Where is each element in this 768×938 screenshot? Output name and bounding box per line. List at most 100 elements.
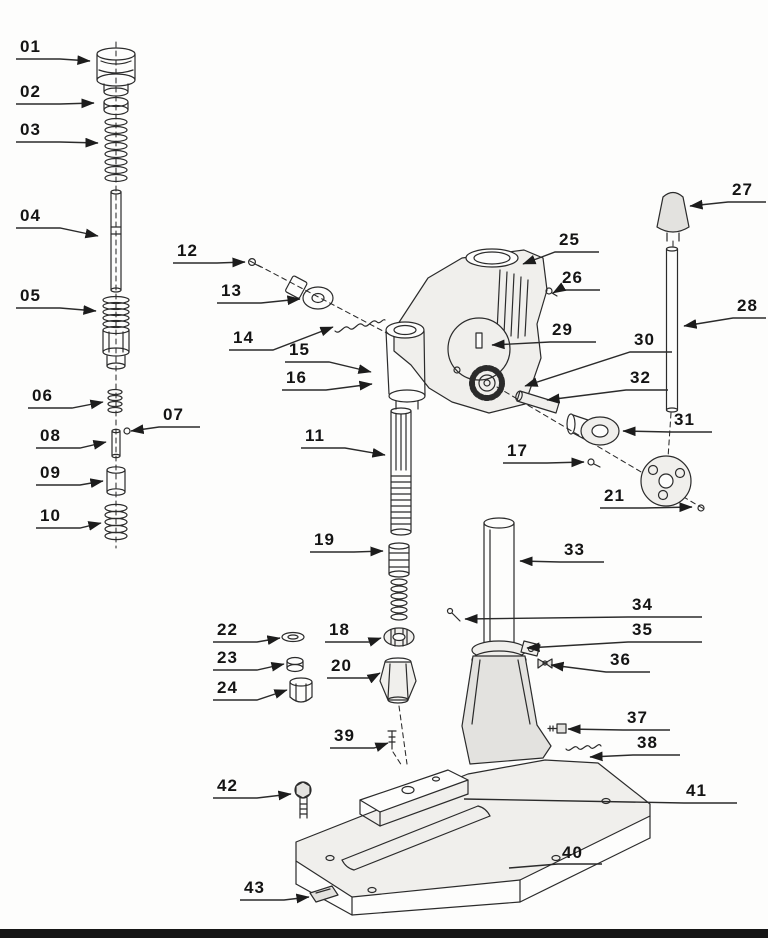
leader-line-10 (36, 521, 102, 531)
part-32-pin-shaft (515, 390, 560, 414)
part-label-02: 02 (20, 82, 41, 101)
leader-line-30 (524, 351, 672, 387)
leader-line-13 (217, 295, 301, 306)
leader-line-20 (327, 672, 381, 684)
part-20-chuck (379, 657, 417, 704)
leader-line-05 (16, 305, 97, 315)
part-label-04: 04 (20, 206, 41, 225)
leader-line-16 (282, 380, 373, 391)
part-14-spring (334, 319, 386, 333)
part-10-spring (104, 503, 128, 541)
leader-line-14 (229, 326, 334, 351)
leader-line-36 (550, 661, 650, 673)
base (295, 759, 651, 916)
part-04-rod (110, 189, 122, 293)
part-label-14: 14 (233, 328, 254, 347)
part-label-26: 26 (562, 268, 583, 287)
part-36-wing-screw (537, 658, 553, 669)
table-plate (359, 769, 469, 827)
part-02-nut (103, 96, 129, 116)
part-label-24: 24 (217, 678, 238, 697)
part-12-screw (248, 258, 262, 268)
part-17-screw (587, 458, 601, 468)
leader-line-37 (567, 724, 670, 735)
part-label-11: 11 (305, 426, 325, 445)
part-18-knurled-ring (383, 627, 415, 647)
part-label-42: 42 (217, 776, 238, 795)
part-label-22: 22 (217, 620, 238, 639)
chuck-axis-dashed (398, 705, 408, 765)
leader-line-39 (330, 742, 389, 752)
leader-line-42 (213, 790, 292, 801)
part-27-knob (656, 191, 690, 248)
leader-line-38 (589, 751, 680, 762)
part-08-rod (111, 428, 121, 459)
part-label-40: 40 (562, 843, 583, 862)
part-label-03: 03 (20, 120, 41, 139)
part-label-32: 32 (630, 368, 651, 387)
leader-line-40 (508, 863, 602, 869)
leader-line-28 (683, 317, 766, 329)
leader-line-18 (325, 637, 382, 647)
machine-parts (96, 41, 705, 916)
leader-line-08 (36, 440, 107, 450)
leader-line-01 (16, 55, 91, 66)
part-03-spring (104, 117, 128, 183)
part-26-screw (545, 287, 558, 297)
part-07-pin (123, 427, 131, 435)
leader-line-15 (285, 361, 372, 374)
leader-line-11 (301, 447, 386, 458)
part-label-37: 37 (627, 708, 648, 727)
part-34-screw (446, 607, 461, 622)
part-label-43: 43 (244, 878, 265, 897)
part-23-nut (286, 656, 304, 673)
base-neck (461, 655, 552, 765)
part-label-08: 08 (40, 426, 61, 445)
part-13-bushing (285, 275, 334, 310)
leader-line-34 (464, 613, 702, 624)
part-31-hub (566, 413, 620, 446)
part-label-15: 15 (289, 340, 310, 359)
part-label-20: 20 (331, 656, 352, 675)
leader-line-04 (16, 227, 99, 239)
leader-line-27 (689, 199, 766, 210)
part-label-33: 33 (564, 540, 585, 559)
leader-line-12 (173, 257, 246, 268)
part-label-13: 13 (221, 281, 242, 300)
part-label-19: 19 (314, 530, 335, 549)
leader-line-21 (600, 502, 693, 513)
part-label-25: 25 (559, 230, 580, 249)
leader-line-25 (522, 251, 599, 265)
leader-line-26 (552, 282, 600, 294)
part-label-39: 39 (334, 726, 355, 745)
part-38-spring (565, 744, 602, 751)
part-21-handle-hub (640, 455, 705, 512)
callout-leader-lines (16, 55, 766, 904)
part-19-sleeve-and-spring (388, 542, 410, 621)
part-label-06: 06 (32, 386, 53, 405)
part-label-16: 16 (286, 368, 307, 387)
leader-line-19 (310, 546, 384, 557)
spindle-axis-dashed (249, 260, 401, 341)
leader-line-31 (622, 426, 712, 437)
part-11-splined-shaft (390, 407, 412, 536)
leader-line-32 (546, 389, 668, 404)
part-label-05: 05 (20, 286, 41, 305)
part-label-27: 27 (732, 180, 753, 199)
part-05-threaded-body (102, 295, 130, 370)
leader-line-22 (213, 635, 281, 645)
part-label-07: 07 (163, 405, 184, 424)
leader-line-33 (519, 556, 604, 567)
part-24-cap-nut (289, 677, 313, 703)
part-label-35: 35 (632, 620, 653, 639)
part-label-17: 17 (507, 441, 528, 460)
part-22-washer (281, 631, 305, 643)
part-label-28: 28 (737, 296, 758, 315)
leader-line-23 (213, 661, 285, 672)
part-28-handle-rod (665, 246, 679, 459)
part-43-bracket (309, 885, 339, 903)
part-label-31: 31 (674, 410, 695, 429)
part-label-18: 18 (329, 620, 350, 639)
